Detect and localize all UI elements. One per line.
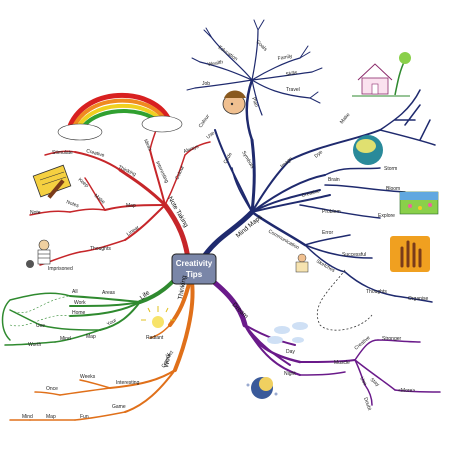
branch-work: [9, 280, 195, 421]
branch-mind-maps: [186, 19, 436, 331]
label-keep: Keep: [77, 177, 90, 189]
label-code: Code: [223, 151, 234, 165]
label-colour: Colour: [198, 113, 212, 129]
label-explore: Explore: [378, 213, 395, 219]
label-imprisoned: Imprisoned: [48, 266, 73, 272]
label-sketches: Sketches: [315, 259, 336, 275]
label-night: Night: [284, 371, 296, 377]
branch-title-work: Work: [163, 352, 173, 369]
label-bloom: Bloom: [386, 186, 400, 192]
moon-illustration: [246, 377, 278, 399]
label-storm: Storm: [384, 166, 397, 172]
label-note: Note: [30, 210, 41, 216]
house-illustration: [352, 52, 411, 97]
head-illustration: [222, 90, 246, 115]
label-game: Game: [112, 404, 126, 410]
label-plan: Plan: [250, 97, 259, 109]
label-interesting-w: Interesting: [116, 380, 140, 386]
label-map-nt: Map: [126, 203, 136, 209]
label-map-work: Map: [46, 414, 56, 420]
label-home: Home: [72, 310, 86, 316]
rainbow-illustration: [57, 92, 183, 141]
branch-title-thinking: Thinking: [177, 275, 188, 301]
branch-life: [1, 270, 184, 346]
label-job: Job: [202, 81, 210, 87]
label-work-life: Work: [74, 300, 86, 306]
label-stimulate: Stimulate: [52, 150, 73, 156]
center-title-line1: Creativity: [176, 259, 213, 268]
label-make-nt: Make: [93, 193, 106, 206]
label-once: Once: [46, 386, 58, 392]
label-your: Your: [106, 317, 118, 327]
label-make: Make: [339, 112, 352, 125]
label-mind-work: Mind: [22, 414, 33, 420]
branch-note-taking: [29, 119, 211, 266]
sun-illustration: [141, 306, 175, 328]
label-more: <More>: [398, 388, 415, 394]
artist-illustration: [295, 253, 309, 273]
label-creative-mm: Creative: [301, 188, 321, 199]
label-stronger: Stronger: [382, 336, 402, 342]
label-doubt: Doubt: [362, 397, 372, 412]
label-worth: Worth: [28, 342, 41, 348]
label-muscle: Muscle: [334, 360, 350, 366]
label-skills: Skills: [285, 70, 298, 78]
hand-illustration: [390, 236, 430, 272]
label-stay: Stay: [369, 377, 381, 388]
label-use-nt: Use: [205, 130, 216, 140]
label-travel: Travel: [286, 87, 300, 93]
label-thoughts-mm: Thoughts: [366, 289, 387, 295]
clouds-illustration: [267, 322, 308, 344]
label-colour-nt: Colour: [174, 165, 186, 181]
brain-head-illustration: [353, 135, 383, 165]
label-areas: Areas: [102, 290, 116, 296]
label-successful: Successful: [342, 252, 366, 258]
prisoner-illustration: [26, 239, 51, 268]
label-family: Family: [277, 53, 293, 62]
central-node: Creativity Tips: [171, 253, 217, 285]
label-wealth: Wealth: [207, 59, 223, 68]
branch-thinking: [149, 278, 192, 339]
label-fun: Fun: [80, 414, 89, 420]
flower-field-illustration: [399, 191, 439, 215]
label-organise: Organise: [408, 296, 429, 302]
label-ideas: Ideas: [142, 138, 153, 152]
label-radiant: Radiant: [146, 335, 164, 341]
label-thoughts-nt: Thoughts: [90, 246, 111, 252]
label-weeks: Weeks: [80, 374, 96, 380]
label-error: Error: [322, 230, 333, 236]
label-problem: Problem: [322, 209, 341, 215]
label-map-life: Map: [86, 334, 96, 340]
label-notes: Notes: [65, 199, 80, 209]
label-image: Image: [279, 156, 294, 170]
label-use-life: Use: [36, 323, 45, 329]
label-use-d: Use: [358, 376, 368, 387]
label-creative-nt: Creative: [85, 148, 105, 159]
label-dye: Dye: [313, 149, 324, 159]
label-brain: Brain: [328, 177, 340, 183]
branch-dream: [202, 272, 441, 406]
label-day: Day: [286, 349, 295, 355]
center-title-line2: Tips: [186, 270, 203, 279]
label-always: Always: [183, 144, 200, 155]
notebook-illustration: [32, 164, 72, 199]
label-all: All: [72, 289, 78, 295]
label-mind-life: Mind: [60, 336, 71, 342]
